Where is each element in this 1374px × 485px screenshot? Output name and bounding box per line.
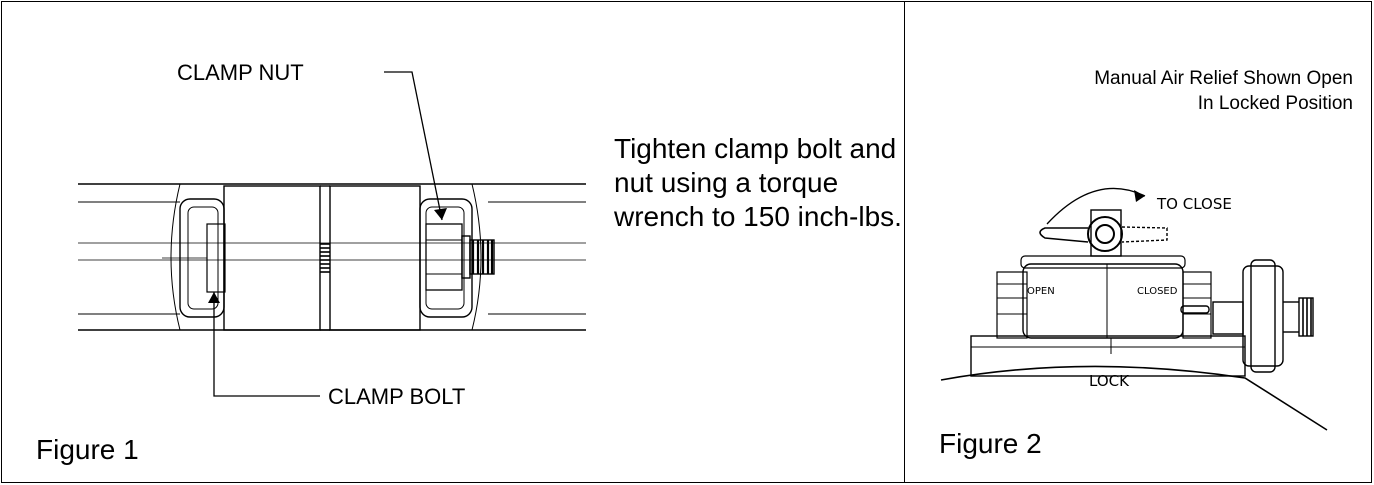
clamp-drawing bbox=[78, 71, 586, 397]
air-relief-drawing bbox=[940, 187, 1328, 431]
caption-line-1: Manual Air Relief Shown Open bbox=[1094, 68, 1353, 89]
clamp-nut-label: CLAMP NUT bbox=[177, 60, 304, 85]
figure-1-label: Figure 1 bbox=[36, 434, 139, 465]
to-close-label: TO CLOSE bbox=[1157, 195, 1232, 213]
figure-2-panel: Manual Air Relief Shown Open In Locked P… bbox=[904, 1, 1372, 483]
torque-instruction: Tighten clamp bolt and nut using a torqu… bbox=[614, 133, 902, 232]
clamp-bolt-label: CLAMP BOLT bbox=[328, 384, 466, 409]
figure-1-panel: CLAMP NUT CLAMP BOLT Tighten clamp bolt … bbox=[1, 1, 906, 483]
figure-2-label: Figure 2 bbox=[939, 428, 1042, 459]
caption-line-2: In Locked Position bbox=[1197, 93, 1353, 114]
open-label: OPEN bbox=[1027, 286, 1055, 297]
closed-label: CLOSED bbox=[1137, 286, 1178, 297]
lock-label: LOCK bbox=[1089, 372, 1129, 390]
